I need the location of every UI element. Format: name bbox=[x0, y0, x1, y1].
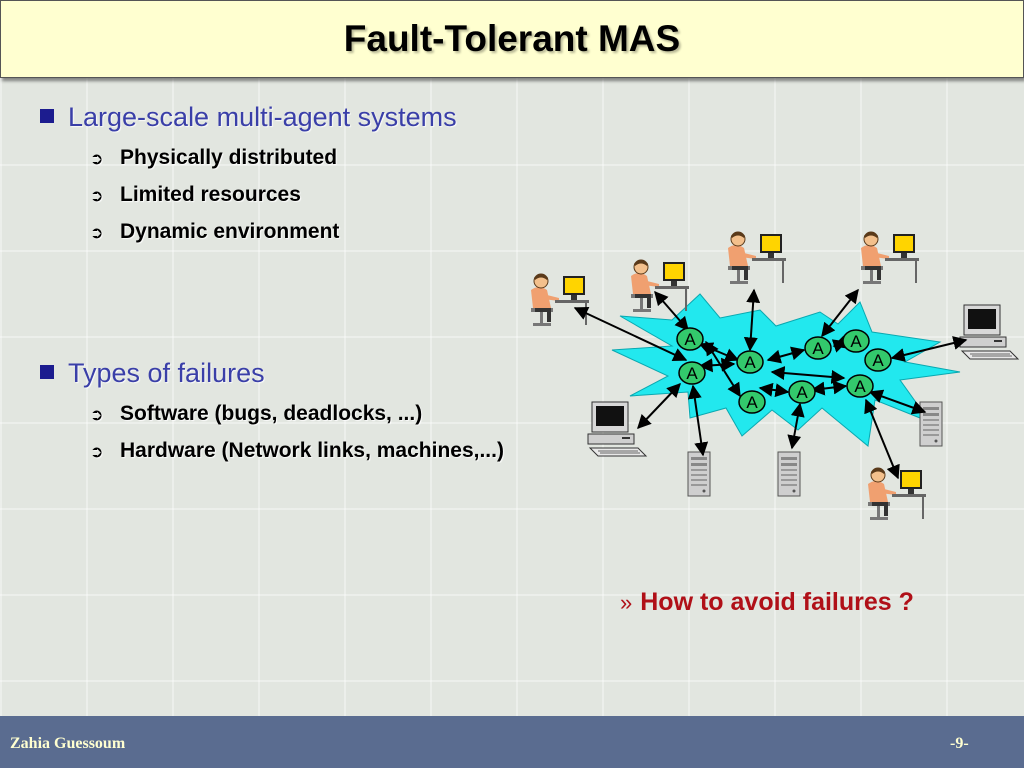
agent-node: A bbox=[676, 327, 704, 351]
heading-large-scale: Large-scale multi-agent systems bbox=[40, 102, 457, 133]
square-bullet-icon bbox=[40, 364, 54, 379]
square-bullet-icon bbox=[40, 108, 54, 123]
svg-text:A: A bbox=[744, 353, 756, 372]
user-workstation-icon bbox=[860, 231, 920, 285]
svg-text:A: A bbox=[812, 339, 824, 358]
title-bar: Fault-Tolerant MAS bbox=[0, 0, 1024, 78]
heading-text: Types of failures bbox=[68, 358, 265, 388]
item-dynamic-environment: ➲ Dynamic environment bbox=[90, 220, 339, 244]
user-workstation-icon bbox=[530, 273, 590, 327]
agent-nodes: A A A A A A A A A bbox=[676, 327, 892, 414]
user-workstation-icon bbox=[630, 259, 690, 313]
heading-text: Large-scale multi-agent systems bbox=[68, 102, 457, 132]
network-cloud bbox=[611, 293, 961, 447]
arrow-bullet-icon: ➲ bbox=[90, 148, 104, 168]
arrow-bullet-icon: ➲ bbox=[90, 441, 104, 461]
agent-node: A bbox=[678, 361, 706, 385]
item-text: Software (bugs, deadlocks, ...) bbox=[120, 402, 423, 425]
svg-text:A: A bbox=[854, 377, 866, 396]
item-text: Dynamic environment bbox=[120, 220, 340, 243]
agent-node: A bbox=[804, 336, 832, 360]
svg-text:A: A bbox=[796, 383, 808, 402]
server-tower-icon bbox=[687, 451, 711, 497]
callout-text: How to avoid failures ? bbox=[640, 588, 914, 616]
heading-types-of-failures: Types of failures bbox=[40, 358, 265, 389]
callout-question: » How to avoid failures ? bbox=[620, 588, 914, 617]
user-workstation-icon bbox=[727, 231, 787, 285]
agent-node: A bbox=[846, 374, 874, 398]
agent-node: A bbox=[788, 380, 816, 404]
item-physically-distributed: ➲ Physically distributed bbox=[90, 146, 337, 170]
footer-author: Zahia Guessoum bbox=[10, 735, 126, 752]
item-text: Limited resources bbox=[120, 183, 301, 206]
svg-text:A: A bbox=[686, 364, 698, 383]
svg-text:A: A bbox=[872, 351, 884, 370]
desktop-computer-icon bbox=[959, 304, 1019, 360]
arrow-bullet-icon: ➲ bbox=[90, 185, 104, 205]
arrow-bullet-icon: ➲ bbox=[90, 222, 104, 242]
svg-text:A: A bbox=[850, 332, 862, 351]
item-limited-resources: ➲ Limited resources bbox=[90, 183, 301, 207]
arrow-bullet-icon: ➲ bbox=[90, 404, 104, 424]
slide-title: Fault-Tolerant MAS bbox=[343, 18, 681, 59]
agent-node: A bbox=[736, 350, 764, 374]
page-number: -9- bbox=[950, 735, 969, 752]
desktop-computer-icon bbox=[587, 401, 647, 457]
agent-node: A bbox=[738, 390, 766, 414]
server-tower-icon bbox=[777, 451, 801, 497]
guillemet-icon: » bbox=[620, 590, 633, 615]
agent-node: A bbox=[842, 329, 870, 353]
svg-text:A: A bbox=[684, 330, 696, 349]
item-hardware: ➲ Hardware (Network links, machines,...) bbox=[90, 439, 504, 463]
server-tower-icon bbox=[919, 401, 943, 447]
agent-node: A bbox=[864, 348, 892, 372]
svg-text:A: A bbox=[746, 393, 758, 412]
item-text: Physically distributed bbox=[120, 146, 338, 169]
footer-bar bbox=[0, 716, 1024, 768]
item-software: ➲ Software (bugs, deadlocks, ...) bbox=[90, 402, 422, 426]
item-text: Hardware (Network links, machines,...) bbox=[120, 439, 504, 462]
connection-arrows bbox=[573, 288, 968, 480]
